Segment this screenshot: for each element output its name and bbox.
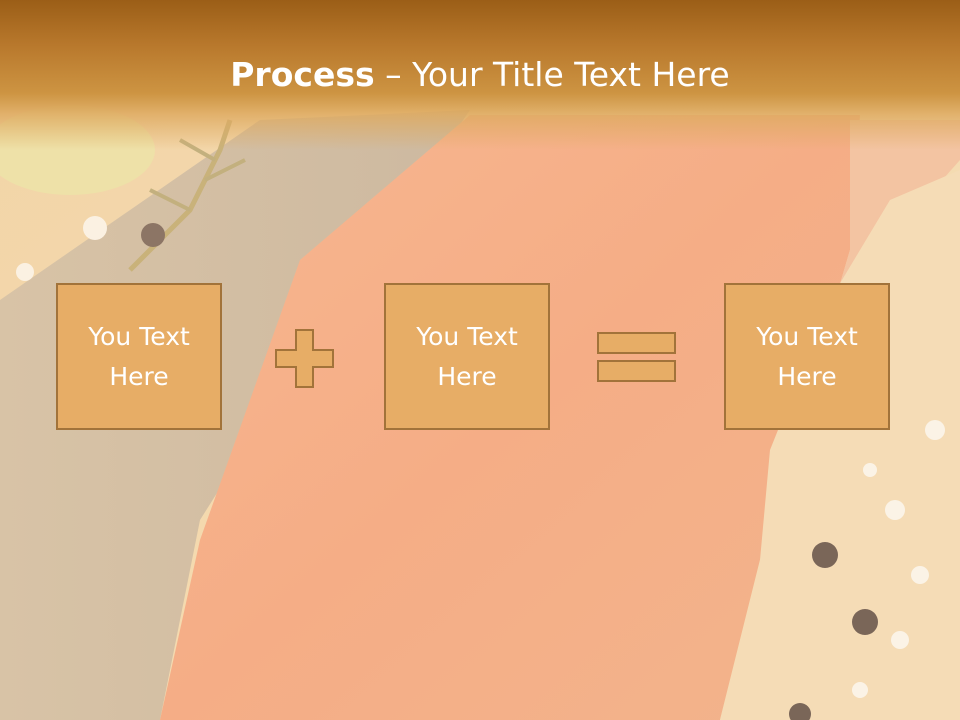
title-rest: – Your Title Text Here [374, 55, 730, 94]
process-box-2: You Text Here [384, 283, 550, 430]
plus-icon [274, 328, 335, 389]
process-box-1-label: You Text Here [88, 321, 190, 391]
process-box-2-label: You Text Here [416, 321, 518, 391]
equals-icon [596, 331, 677, 383]
process-box-3-label: You Text Here [756, 321, 858, 391]
process-box-3: You Text Here [724, 283, 890, 430]
slide-title: Process – Your Title Text Here [0, 52, 960, 98]
title-bold: Process [230, 55, 375, 94]
process-box-1: You Text Here [56, 283, 222, 430]
title-bar [0, 0, 960, 150]
